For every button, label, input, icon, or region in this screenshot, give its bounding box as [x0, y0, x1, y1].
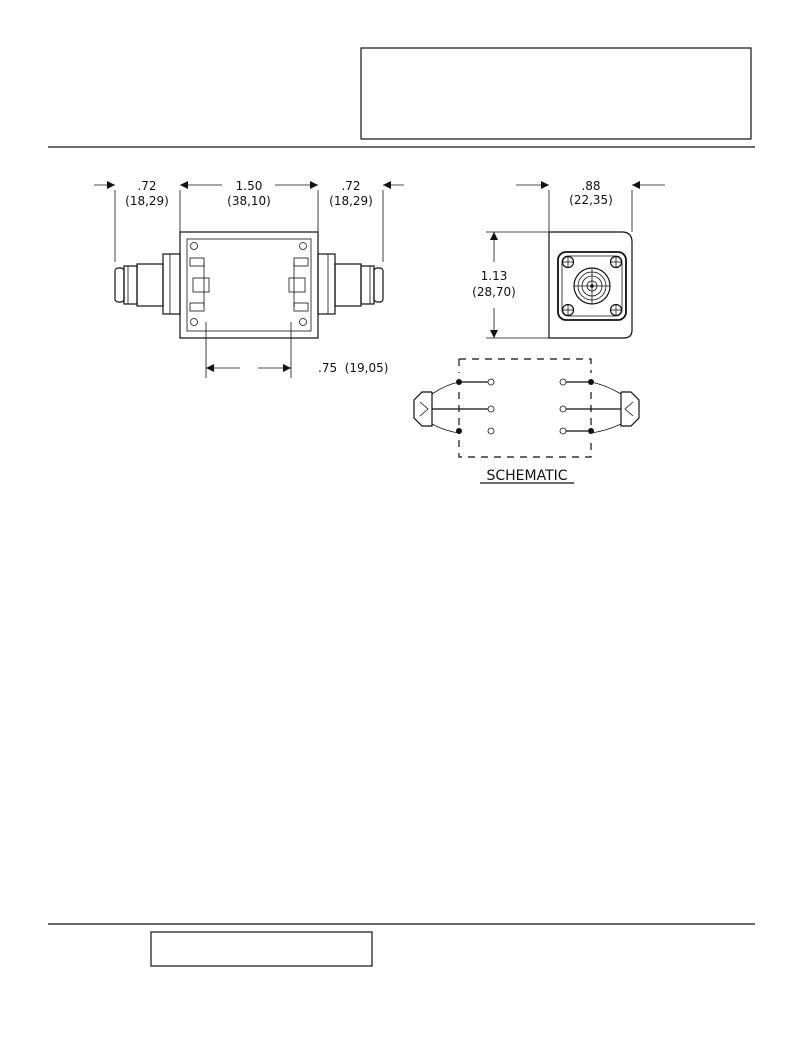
dim-width-mm: (22,35) — [569, 193, 613, 207]
end-view: .88 (22,35) 1.13 (28,70) — [472, 179, 665, 339]
side-view: .72 (18,29) 1.50 (38,10) .72 (18,29) — [94, 179, 404, 378]
dim-body-inch: 1.50 — [236, 179, 263, 193]
connector-flange — [557, 251, 627, 321]
dim-height-mm: (28,70) — [472, 285, 516, 299]
housing-outer — [179, 231, 319, 339]
coax-jack — [573, 267, 611, 305]
dim-left-mm: (18,29) — [125, 194, 169, 208]
schematic-label: SCHEMATIC — [486, 468, 567, 484]
dim-body-mm: (38,10) — [227, 194, 271, 208]
left-bnc-connector — [114, 253, 181, 315]
input-connector-symbol — [413, 391, 433, 427]
dim-right-inch: .72 — [341, 179, 360, 193]
dim-width-inch: .88 — [581, 179, 600, 193]
dim-height-inch: 1.13 — [481, 269, 508, 283]
header-title-box — [360, 47, 752, 140]
right-bnc-connector — [317, 253, 384, 315]
output-connector-symbol — [620, 391, 640, 427]
footer-box — [150, 931, 373, 967]
end-face — [548, 231, 633, 339]
dim-right-mm: (18,29) — [329, 194, 373, 208]
dim-left-inch: .72 — [137, 179, 156, 193]
flange-screws — [561, 255, 623, 317]
schematic-diagram: SCHEMATIC — [413, 358, 640, 484]
dim-pin-spacing: .75 (19,05) — [318, 361, 388, 375]
housing-inner — [186, 238, 312, 332]
